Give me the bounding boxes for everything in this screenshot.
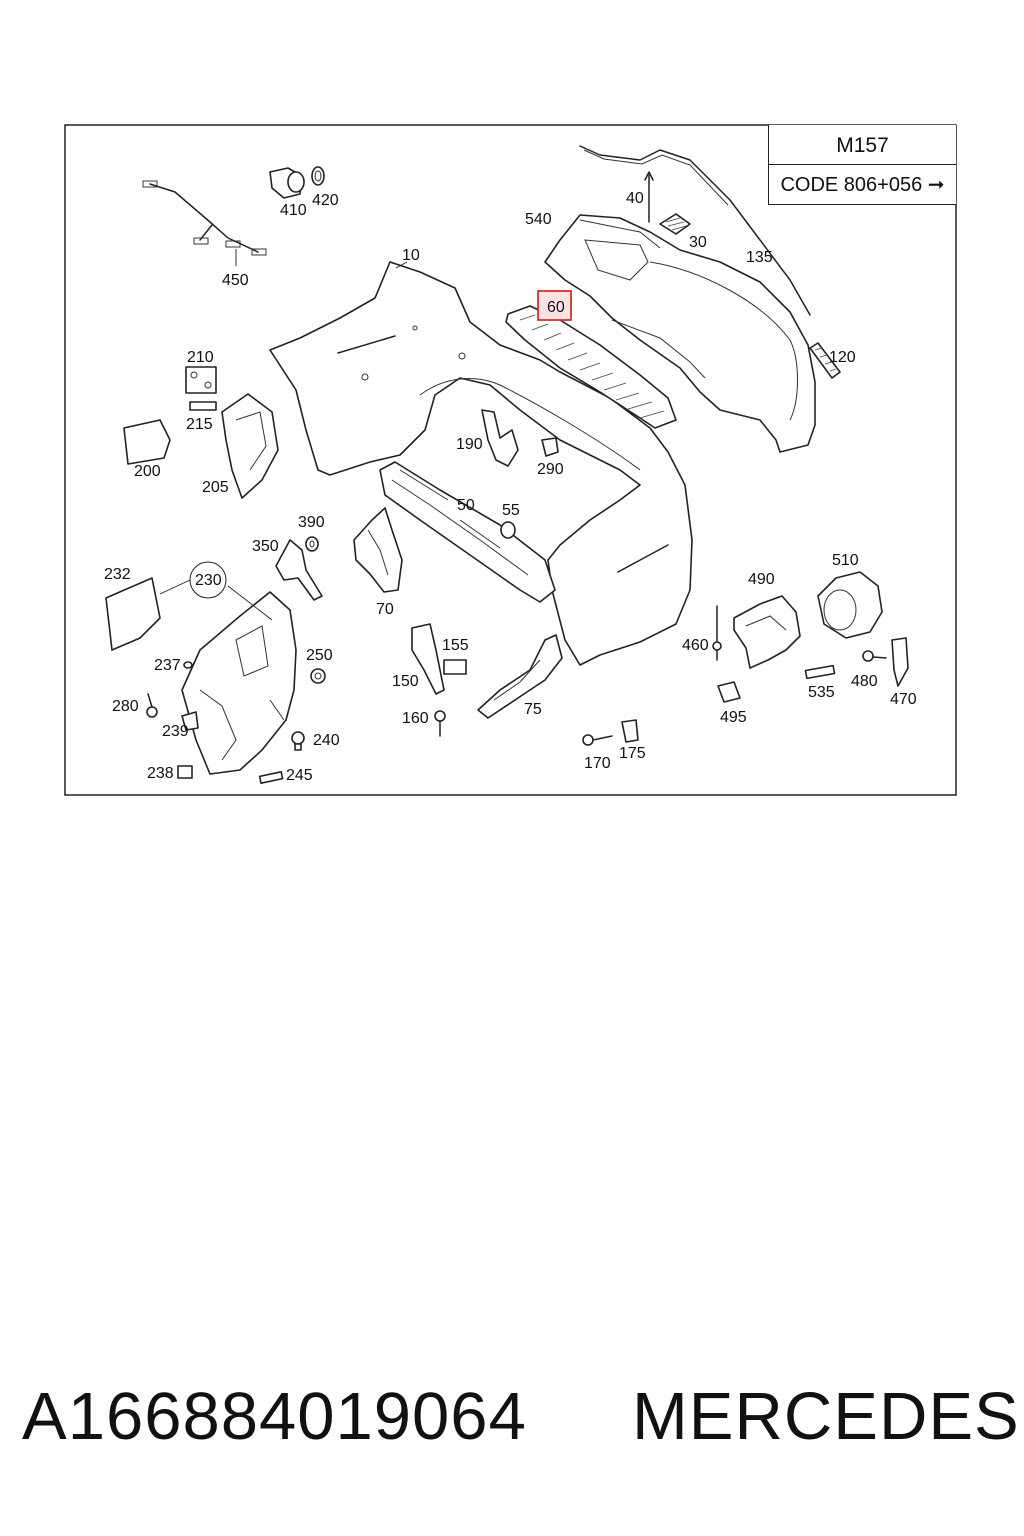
cover-plate-232 (105, 577, 161, 651)
bracket-70 (353, 507, 403, 593)
highlight-box-60 (537, 290, 572, 321)
label-250: 250 (306, 647, 333, 664)
label-200: 200 (134, 463, 161, 480)
label-75: 75 (524, 701, 542, 718)
label-495: 495 (720, 709, 747, 726)
label-30: 30 (689, 234, 707, 251)
label-175: 175 (619, 745, 646, 762)
wiring-harness-450 (142, 180, 267, 266)
pin-40 (644, 171, 654, 223)
label-280: 280 (112, 698, 139, 715)
label-205: 205 (202, 479, 229, 496)
label-350: 350 (252, 538, 279, 555)
label-40: 40 (626, 190, 644, 207)
impact-beam-50 (379, 461, 556, 603)
label-390: 390 (298, 514, 325, 531)
label-210: 210 (187, 349, 214, 366)
label-55: 55 (502, 502, 520, 519)
bracket-75 (477, 634, 563, 719)
clip-240 (291, 731, 305, 751)
bracket-190 (481, 409, 519, 467)
parking-sensor-410 (269, 166, 325, 199)
label-420: 420 (312, 192, 339, 209)
brand-name: MERCEDES (632, 1379, 1020, 1454)
label-239: 239 (162, 723, 189, 740)
label-240: 240 (313, 732, 340, 749)
part-number: A166884019064 (22, 1379, 527, 1454)
screw-280 (146, 693, 158, 718)
grille-strip-60 (505, 305, 677, 429)
screw-160 (434, 710, 446, 737)
clip-238 (177, 765, 193, 779)
label-60: 60 (547, 299, 565, 316)
callout-circle-230 (189, 561, 227, 599)
label-170: 170 (584, 755, 611, 772)
clip-239 (181, 711, 199, 731)
label-450: 450 (222, 272, 249, 289)
mount-210 (185, 366, 217, 394)
strip-215 (189, 401, 217, 411)
label-480: 480 (851, 673, 878, 690)
clip-55 (500, 521, 516, 539)
screw-480 (862, 650, 887, 662)
clip-155 (443, 659, 467, 675)
label-160: 160 (402, 710, 429, 727)
bracket-350 (275, 539, 323, 601)
arrow-right-icon: ➞ (927, 174, 945, 196)
clip-290 (541, 437, 559, 457)
option-code: CODE 806+056 (780, 174, 923, 196)
label-230: 230 (195, 572, 222, 589)
option-code-row: CODE 806+056 ➞ (769, 165, 956, 205)
label-70: 70 (376, 601, 394, 618)
label-237: 237 (154, 657, 181, 674)
label-490: 490 (748, 571, 775, 588)
label-245: 245 (286, 767, 313, 784)
reflector-120 (809, 342, 841, 379)
model-code: M157 (769, 125, 956, 165)
label-120: 120 (829, 349, 856, 366)
nut-175 (621, 719, 639, 743)
diffuser-540 (544, 214, 816, 453)
label-535: 535 (808, 684, 835, 701)
label-150: 150 (392, 673, 419, 690)
grille-30 (659, 213, 691, 235)
label-50: 50 (457, 497, 475, 514)
label-460: 460 (682, 637, 709, 654)
sensor-470 (891, 637, 909, 687)
clip-495 (717, 681, 741, 703)
strip-245 (258, 770, 284, 784)
housing-510 (817, 571, 883, 639)
rivet-460 (712, 605, 722, 661)
label-238: 238 (147, 765, 174, 782)
strip-535 (804, 664, 836, 680)
label-510: 510 (832, 552, 859, 569)
code-box: M157 CODE 806+056 ➞ (768, 125, 956, 205)
bumper-cover-10 (269, 261, 693, 666)
label-135: 135 (746, 249, 773, 266)
carrier-230 (181, 591, 297, 775)
diagram-frame (64, 124, 957, 796)
label-290: 290 (537, 461, 564, 478)
label-215: 215 (186, 416, 213, 433)
label-155: 155 (442, 637, 469, 654)
label-410: 410 (280, 202, 307, 219)
bracket-490 (733, 595, 801, 669)
bracket-150 (411, 623, 445, 695)
cover-200 (123, 419, 171, 465)
screw-170 (582, 734, 613, 746)
bracket-205 (221, 393, 279, 499)
label-470: 470 (890, 691, 917, 708)
label-190: 190 (456, 436, 483, 453)
grommet-237 (183, 661, 193, 669)
nut-250 (310, 668, 326, 684)
washer-390 (305, 536, 319, 552)
trim-strip-135 (579, 145, 811, 316)
label-10: 10 (402, 247, 420, 264)
label-540: 540 (525, 211, 552, 228)
label-232: 232 (104, 566, 131, 583)
